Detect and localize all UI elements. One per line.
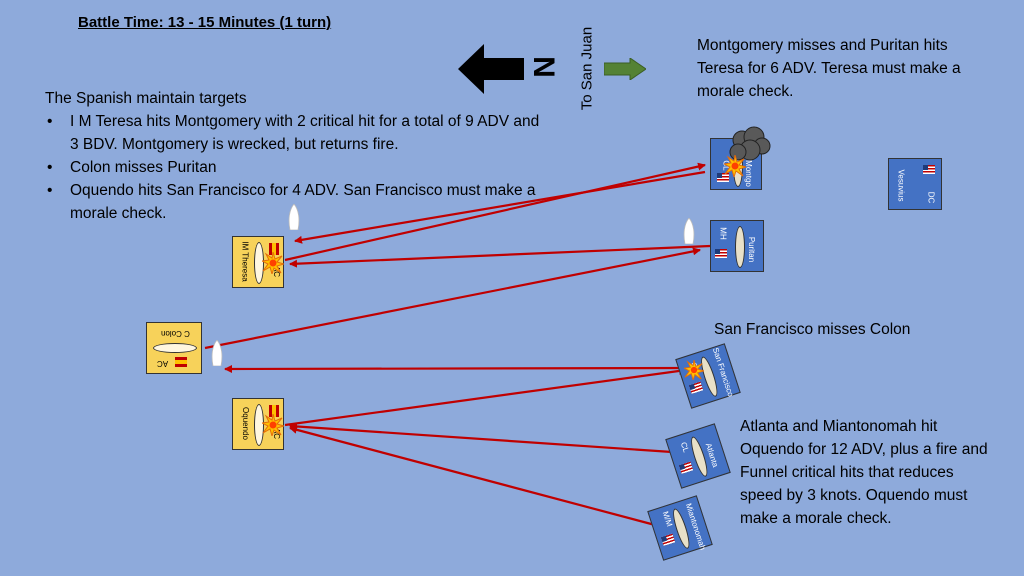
ship-icon <box>735 226 745 268</box>
counter-type: MH <box>718 227 728 240</box>
counter-type: AC <box>157 359 169 368</box>
counter-type: CL <box>678 440 691 454</box>
atlanta-note: Atlanta and Miantonomah hit Oquendo for … <box>740 418 988 527</box>
splash-icon <box>683 218 695 244</box>
us-flag-icon <box>715 249 727 258</box>
spanish-intro: The Spanish maintain targets <box>45 90 247 107</box>
us-flag-icon <box>717 173 729 182</box>
bullet-colon: Colon misses Puritan <box>45 156 545 179</box>
fire-teresa-to-montgomery <box>284 162 706 262</box>
spanish-notes: The Spanish maintain targets I M Teresa … <box>45 87 545 225</box>
fire-montgomery-to-teresa <box>294 170 706 244</box>
spanish-bullets: I M Teresa hits Montgomery with 2 critic… <box>45 110 545 225</box>
battle-time-title: Battle Time: 13 - 15 Minutes (1 turn) <box>78 14 332 31</box>
smoke-icon <box>728 126 772 166</box>
direction-arrow-icon <box>604 58 646 80</box>
spanish-flag-icon <box>269 405 279 417</box>
counter-puritan[interactable]: MH Puritan <box>710 220 764 272</box>
fire-oquendo-to-sanfrancisco <box>284 366 687 427</box>
us-flag-icon <box>923 165 935 174</box>
spanish-flag-icon <box>175 357 187 367</box>
fire-sanfrancisco-to-colon <box>224 364 691 373</box>
explosion-icon <box>684 360 704 380</box>
explosion-icon <box>262 414 284 436</box>
splash-icon <box>211 340 223 366</box>
bullet-oquendo: Oquendo hits San Francisco for 4 ADV. Sa… <box>45 179 545 225</box>
counter-name: Vesuvius <box>896 169 906 202</box>
counter-oquendo[interactable]: Oquendo AC <box>232 398 284 450</box>
fire-atlanta-to-oquendo <box>289 422 673 454</box>
montgomery-note: Montgomery misses and Puritan hits Teres… <box>697 37 961 100</box>
ship-icon <box>254 404 264 446</box>
ship-icon <box>254 242 264 284</box>
counter-colon[interactable]: C Colon AC <box>146 322 202 374</box>
ship-icon <box>153 343 197 353</box>
spanish-flag-icon <box>269 243 279 255</box>
counter-vesuvius[interactable]: Vesuvius DC <box>888 158 942 210</box>
counter-type: DC <box>926 191 936 204</box>
fire-puritan-to-teresa <box>289 244 711 268</box>
fire-colon-to-puritan <box>204 247 701 350</box>
north-arrow-icon <box>458 44 524 94</box>
us-flag-icon <box>678 461 694 474</box>
counter-name: IM Theresa <box>240 241 250 282</box>
fire-miantonomah-to-oquendo <box>289 425 656 527</box>
counter-name: Oquendo <box>240 407 250 440</box>
us-flag-icon <box>660 533 676 546</box>
splash-icon <box>288 204 300 230</box>
explosion-icon <box>262 252 284 274</box>
bullet-teresa: I M Teresa hits Montgomery with 2 critic… <box>45 110 545 156</box>
counter-name: C Colon <box>161 329 190 338</box>
explosion-icon <box>724 155 746 177</box>
counter-name: Puritan <box>747 236 757 263</box>
san-francisco-note: San Francisco misses Colon <box>714 321 911 338</box>
us-flag-icon <box>688 381 704 394</box>
